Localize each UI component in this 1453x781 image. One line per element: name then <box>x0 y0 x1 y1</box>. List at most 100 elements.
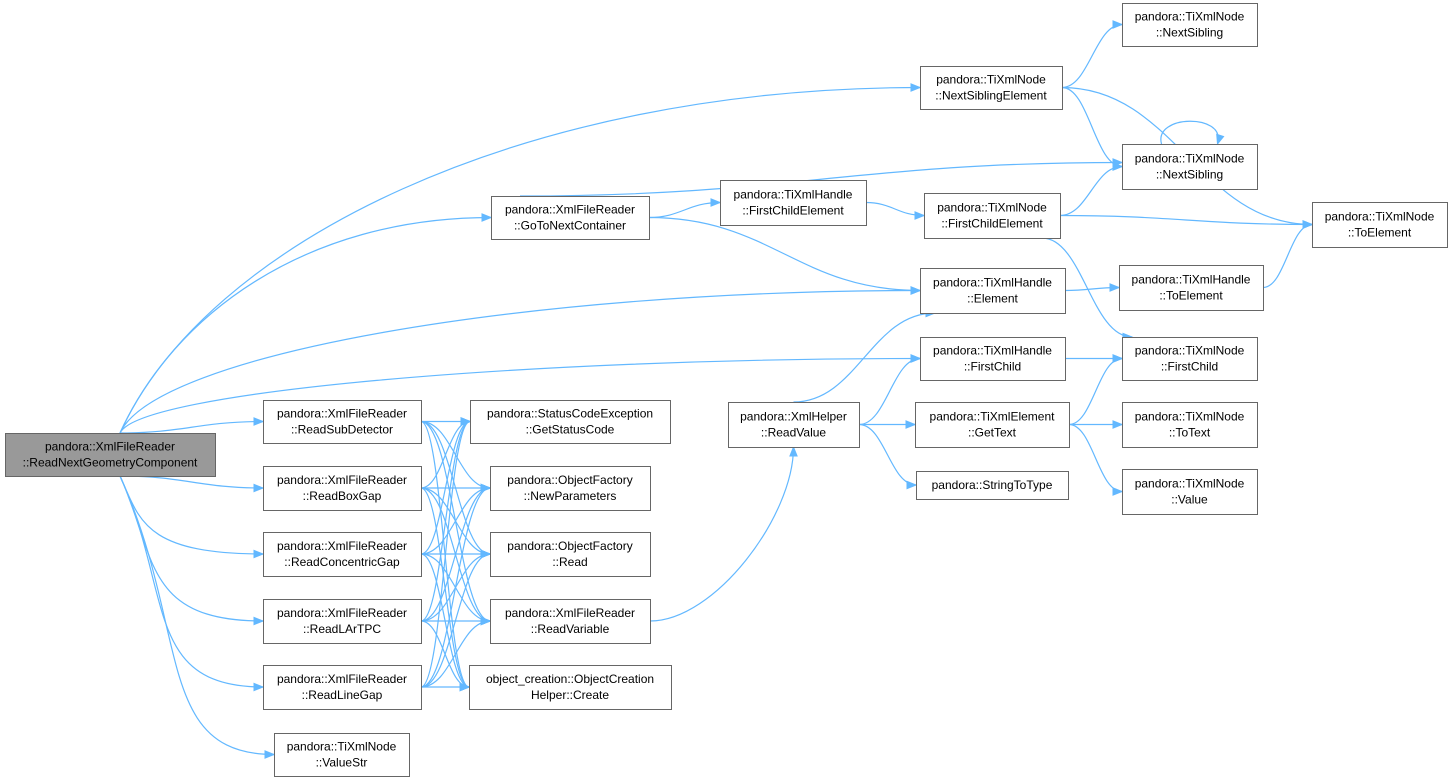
call-edge <box>1059 162 1124 217</box>
node-box <box>490 532 651 577</box>
node-label: pandora::TiXmlHandle <box>1132 273 1251 287</box>
edge-line <box>1061 86 1123 168</box>
node-label: pandora::ObjectFactory <box>507 473 632 487</box>
edge-arrowhead <box>253 483 265 493</box>
call-edge <box>1064 283 1121 292</box>
node-label: pandora::TiXmlHandle <box>734 188 853 202</box>
call-node[interactable]: pandora::XmlFileReader::ReadSubDetector <box>263 400 422 444</box>
edge-arrowhead <box>253 682 265 692</box>
node-label: pandora::XmlFileReader <box>277 606 407 620</box>
edge-arrowhead <box>481 213 493 222</box>
node-box <box>920 337 1066 381</box>
call-edge <box>420 417 472 489</box>
edge-arrowhead <box>1112 420 1124 429</box>
node-label: ::ToElement <box>1159 289 1223 303</box>
node-label: pandora::XmlFileReader <box>505 606 635 620</box>
edge-line <box>1041 237 1133 338</box>
node-box <box>491 196 650 240</box>
edge-arrowhead <box>264 750 276 759</box>
node-label: ::ReadNextGeometryComponent <box>23 456 198 470</box>
call-edge <box>119 83 922 434</box>
node-label: pandora::XmlFileReader <box>505 203 635 217</box>
node-box <box>263 400 422 444</box>
call-node[interactable]: pandora::XmlFileReader::ReadLArTPC <box>263 599 422 644</box>
call-node[interactable]: pandora::XmlFileReader::ReadVariable <box>490 599 651 644</box>
call-edge <box>865 201 926 220</box>
call-edge <box>119 475 265 626</box>
edge-line <box>119 216 492 434</box>
node-box <box>490 466 651 511</box>
node-label: ::Read <box>552 555 587 569</box>
call-node[interactable]: pandora::XmlFileReader::ReadBoxGap <box>263 466 422 511</box>
call-edge <box>648 216 922 295</box>
node-box <box>720 180 867 226</box>
call-node[interactable]: pandora::TiXmlNode::Value <box>1122 469 1258 515</box>
edge-line <box>119 357 921 434</box>
node-label: ::Element <box>967 292 1018 306</box>
node-label: ::ReadValue <box>761 426 826 440</box>
edge-line <box>420 420 471 622</box>
call-edge <box>1059 214 1314 229</box>
call-edge <box>420 420 492 626</box>
edge-arrowhead <box>914 211 926 220</box>
call-node[interactable]: pandora::TiXmlHandle::Element <box>920 268 1066 314</box>
call-node[interactable]: pandora::TiXmlNode::FirstChild <box>1122 337 1258 381</box>
node-label: pandora::TiXmlNode <box>937 201 1047 215</box>
call-node[interactable]: pandora::StatusCodeException::GetStatusC… <box>470 400 671 444</box>
edge-line <box>119 86 921 434</box>
node-box <box>1122 469 1258 515</box>
call-node[interactable]: pandora::TiXmlElement::GetText <box>915 402 1070 448</box>
call-node[interactable]: object_creation::ObjectCreationHelper::C… <box>469 665 672 710</box>
call-node[interactable]: pandora::TiXmlHandle::FirstChildElement <box>720 180 867 226</box>
call-node[interactable]: pandora::TiXmlNode::FirstChildElement <box>924 193 1061 239</box>
edge-line <box>1160 120 1219 145</box>
call-node[interactable]: pandora::XmlHelper::ReadValue <box>728 402 860 448</box>
call-node[interactable]: pandora::TiXmlNode::ToElement <box>1312 202 1448 248</box>
edge-arrowhead <box>910 83 922 92</box>
edge-arrowhead <box>905 420 917 429</box>
call-node[interactable]: pandora::XmlFileReader::ReadConcentricGa… <box>263 532 422 577</box>
edge-line <box>119 475 264 489</box>
edge-line <box>1068 423 1123 493</box>
call-edge <box>1160 120 1225 146</box>
root-node[interactable]: pandora::XmlFileReader::ReadNextGeometry… <box>5 433 216 477</box>
edge-line <box>119 289 921 434</box>
call-node[interactable]: pandora::TiXmlNode::ToText <box>1122 402 1258 448</box>
node-box <box>1122 337 1258 381</box>
call-node[interactable]: pandora::TiXmlHandle::FirstChild <box>920 337 1066 381</box>
call-node[interactable]: pandora::XmlFileReader::ReadLineGap <box>263 665 422 710</box>
edge-line <box>119 420 264 434</box>
call-node[interactable]: pandora::TiXmlNode::ValueStr <box>274 733 410 777</box>
edge-arrowhead <box>459 682 471 692</box>
node-label: ::NextSibling <box>1156 168 1223 182</box>
edge-arrowhead <box>710 198 722 207</box>
node-box <box>263 532 422 577</box>
call-node[interactable]: pandora::TiXmlNode::NextSibling <box>1122 144 1258 190</box>
call-node[interactable]: pandora::TiXmlHandle::ToElement <box>1119 265 1264 311</box>
edge-arrowhead <box>1216 133 1225 146</box>
call-node[interactable]: pandora::TiXmlNode::NextSibling <box>1122 3 1258 47</box>
node-label: ::NewParameters <box>524 489 617 503</box>
node-label: pandora::StringToType <box>932 478 1053 492</box>
node-label: ::GoToNextContainer <box>514 219 626 233</box>
edge-line <box>1059 165 1123 217</box>
node-box <box>1122 402 1258 448</box>
call-edge <box>1061 20 1124 89</box>
call-node[interactable]: pandora::ObjectFactory::NewParameters <box>490 466 651 511</box>
node-label: pandora::StatusCodeException <box>487 407 653 421</box>
call-node[interactable]: pandora::TiXmlNode::NextSiblingElement <box>920 66 1063 110</box>
node-box <box>5 433 216 477</box>
node-label: pandora::TiXmlElement <box>930 410 1056 424</box>
node-box <box>263 599 422 644</box>
node-box <box>490 599 651 644</box>
call-node[interactable]: pandora::XmlFileReader::GoToNextContaine… <box>491 196 650 240</box>
call-node[interactable]: pandora::ObjectFactory::Read <box>490 532 651 577</box>
edge-arrowhead <box>1112 354 1124 363</box>
call-node[interactable]: pandora::StringToType <box>916 471 1069 500</box>
call-edge <box>420 417 472 688</box>
node-label: pandora::TiXmlNode <box>1135 410 1245 424</box>
node-box <box>728 402 860 448</box>
edge-line <box>793 312 936 403</box>
edge-line <box>420 487 491 688</box>
